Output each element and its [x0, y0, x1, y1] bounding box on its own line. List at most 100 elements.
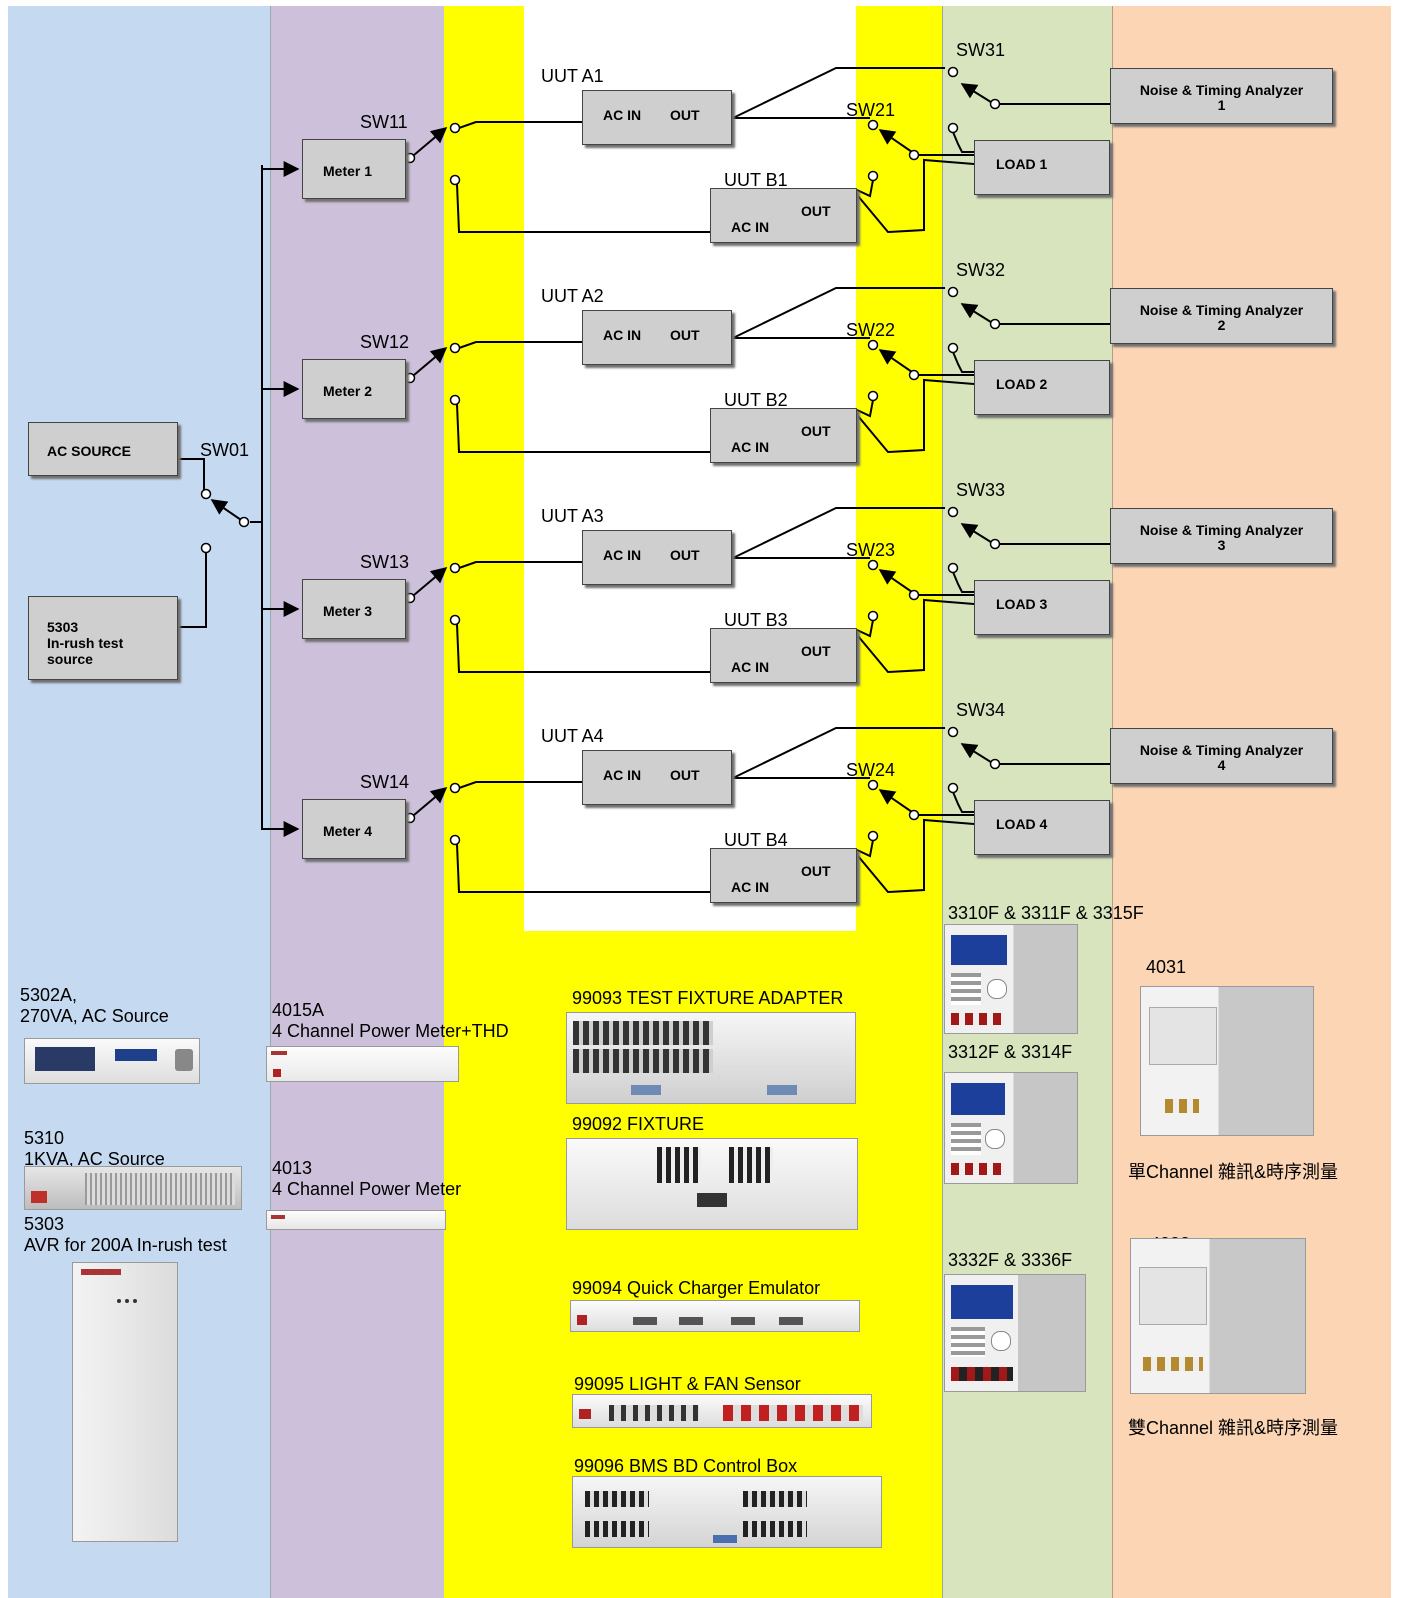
product-99092-image — [566, 1138, 858, 1230]
inrush-source-wire — [178, 550, 207, 628]
sw3-arm — [960, 523, 995, 545]
sw3-common — [989, 538, 1001, 550]
sw3-arm — [960, 83, 995, 105]
analyzer-number: 3 — [1217, 537, 1226, 553]
sw2-contact-b — [867, 390, 879, 402]
sw2-arm — [878, 569, 913, 593]
uut-b-input-wire — [456, 623, 710, 673]
inrush-source-line-2: In-rush test — [47, 635, 124, 651]
product-3312f-caption: 3312F & 3314F — [948, 1042, 1073, 1062]
uut-a-to-sw3-wire — [732, 67, 945, 119]
meter-block: Meter 4 — [302, 799, 406, 859]
sw2-label: SW24 — [846, 760, 896, 780]
sw01-label: SW01 — [200, 440, 250, 460]
product-4015a-image — [266, 1046, 459, 1082]
uut-a-block: AC IN OUT — [582, 530, 732, 585]
load-sense-wire — [952, 791, 974, 813]
meter-block: Meter 2 — [302, 359, 406, 419]
product-5303-image — [72, 1262, 178, 1542]
sw01-contact-ac — [200, 488, 212, 500]
product-99095-image — [572, 1394, 872, 1428]
load-sense-wire — [952, 131, 974, 153]
product-99093-image — [566, 1012, 856, 1104]
sw1-common — [404, 812, 416, 824]
sw2-contact-b — [867, 170, 879, 182]
meter-label: Meter 2 — [323, 383, 373, 399]
sw1-label: SW13 — [360, 552, 410, 572]
sw2-label: SW23 — [846, 540, 896, 560]
uut-b-out-wire — [856, 839, 874, 858]
uut-a-out: OUT — [670, 767, 700, 783]
sw2-common — [908, 809, 920, 821]
sw1-contact-a — [449, 562, 461, 574]
uut-a-input-wire — [458, 121, 582, 129]
uut-b-out: OUT — [801, 423, 831, 439]
product-5310-image — [24, 1166, 242, 1210]
sw3-contact-b — [947, 562, 959, 574]
uut-b-label: UUT B4 — [724, 830, 788, 850]
load-block: LOAD 2 — [974, 360, 1110, 415]
product-4031-caption: 4031 — [1146, 957, 1187, 977]
uut-a-input-wire — [458, 341, 582, 349]
uut-a-out: OUT — [670, 107, 700, 123]
sw2-contact-b — [867, 610, 879, 622]
sw3-contact-b — [947, 342, 959, 354]
analyzer-label: Noise & Timing Analyzer — [1139, 302, 1304, 318]
product-3332f-caption: 3332F & 3336F — [948, 1250, 1073, 1270]
product-3312f-image — [944, 1072, 1078, 1184]
uut-b-to-load-wire — [857, 598, 975, 674]
analyzer-label: Noise & Timing Analyzer — [1139, 742, 1304, 758]
uut-b-input-wire — [456, 403, 710, 453]
sw2-arm — [878, 789, 913, 813]
uut-b-input-wire — [456, 183, 710, 233]
uut-a-input-wire — [458, 561, 582, 569]
inrush-source-line-1: 5303 — [47, 619, 79, 635]
sw3-contact-a — [947, 66, 959, 78]
sw2-common — [908, 589, 920, 601]
uut-a-ac-in: AC IN — [603, 107, 642, 123]
product-4031-description: 單Channel 雜訊&時序測量 — [1128, 1162, 1339, 1182]
sw1-contact-a — [449, 122, 461, 134]
sw1-label: SW14 — [360, 772, 410, 792]
ac-source-block: AC SOURCE — [28, 422, 178, 476]
uut-b-label: UUT B3 — [724, 610, 788, 630]
sw3-contact-b — [947, 122, 959, 134]
uut-b-to-load-wire — [857, 378, 975, 454]
sw3-common — [989, 318, 1001, 330]
sw1-contact-a — [449, 782, 461, 794]
meter-label: Meter 1 — [323, 163, 373, 179]
uut-b-to-load-wire — [857, 158, 975, 234]
product-99095-caption: 99095 LIGHT & FAN Sensor — [574, 1374, 801, 1394]
uut-a-label: UUT A3 — [541, 506, 604, 526]
product-99093-caption: 99093 TEST FIXTURE ADAPTER — [572, 988, 844, 1008]
analyzer-number: 2 — [1217, 317, 1226, 333]
sw3-common — [989, 758, 1001, 770]
meter-label: Meter 4 — [323, 823, 373, 839]
meter-block: Meter 1 — [302, 139, 406, 199]
uut-b-to-load-wire — [857, 818, 975, 894]
uut-a-out: OUT — [670, 547, 700, 563]
product-99096-image — [572, 1476, 882, 1548]
sw1-label: SW12 — [360, 332, 410, 352]
sw1-contact-b — [449, 394, 461, 406]
sw2-common — [908, 149, 920, 161]
sw2-arm — [878, 349, 913, 373]
sw2-contact-a — [867, 779, 879, 791]
ac-source-label: AC SOURCE — [47, 443, 132, 459]
sw01-common — [238, 516, 250, 528]
sw01-arm — [210, 499, 245, 523]
sw1-arm — [413, 126, 448, 156]
uut-a-to-sw3-wire — [732, 727, 945, 779]
uut-a-ac-in: AC IN — [603, 547, 642, 563]
sw2-label: SW21 — [846, 100, 896, 120]
sw1-contact-b — [449, 834, 461, 846]
uut-a-label: UUT A1 — [541, 66, 604, 86]
uut-b-out: OUT — [801, 203, 831, 219]
